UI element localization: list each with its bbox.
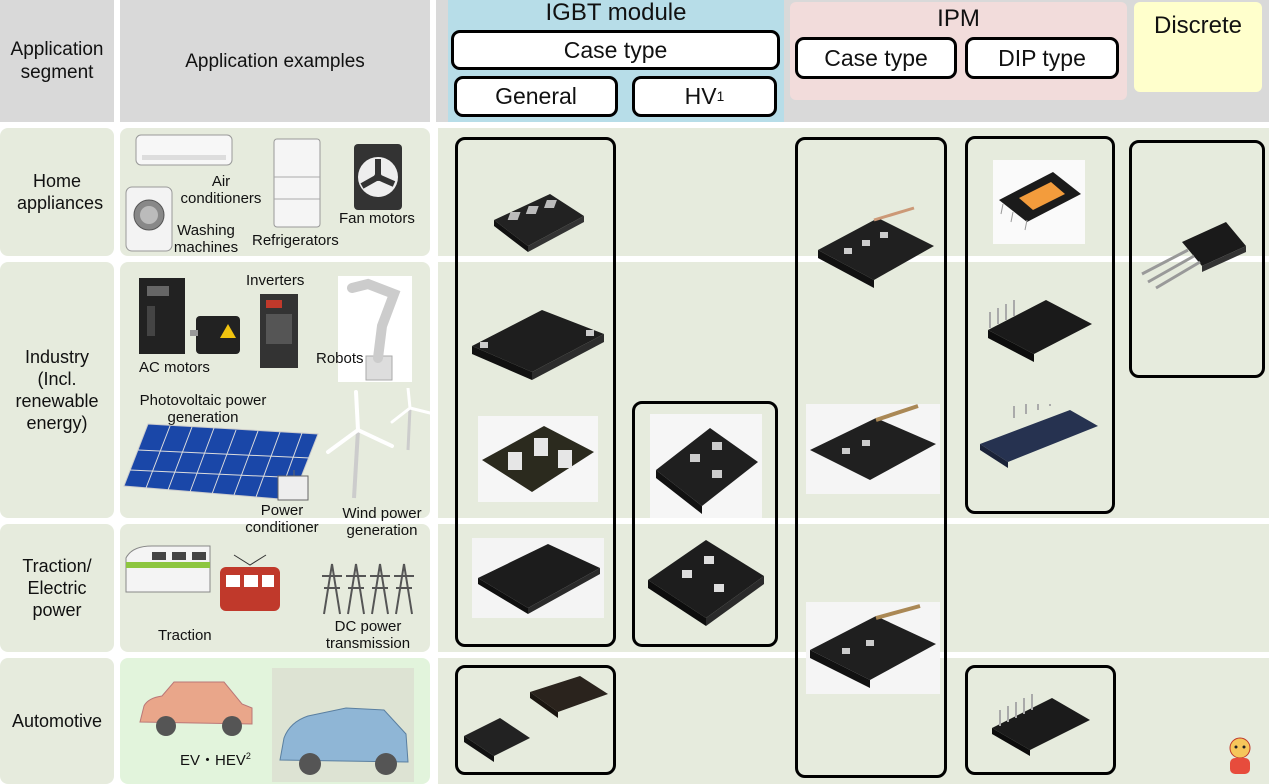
- ipm-dip-auto-frame: [965, 665, 1116, 775]
- pv-caption: Photovoltaic power generation: [139, 392, 267, 426]
- ev-hev-text: EV・HEV: [180, 752, 246, 769]
- examples-header-cell: Application examples: [120, 0, 430, 122]
- igbt-module-image: [472, 538, 604, 618]
- ev-hev-footnote: 2: [245, 751, 251, 761]
- solar-panel-image: [123, 423, 319, 501]
- discrete-frame: [1129, 140, 1265, 378]
- wind-turbine-image: [326, 388, 436, 499]
- ipm-title: IPM: [937, 5, 980, 32]
- ipm-dip-module-image: [993, 160, 1085, 244]
- segment-automotive: Automotive: [0, 658, 114, 784]
- ipm-case-type-label: Case type: [795, 37, 957, 79]
- ac-motors-caption: AC motors: [139, 359, 210, 376]
- hv-text: HV: [684, 83, 717, 109]
- fan-motors-caption: Fan motors: [339, 210, 415, 227]
- ipm-dip-type-label: DIP type: [965, 37, 1119, 79]
- segment-header-cell: Application segment: [0, 0, 114, 122]
- traction-caption: Traction: [158, 627, 212, 644]
- servo-amplifier-image: [139, 278, 185, 354]
- train-image: [125, 545, 211, 593]
- power-conditioner-caption: Power conditioner: [245, 502, 319, 536]
- ev-hev-caption: EV・HEV2: [180, 748, 251, 769]
- ipm-case-frame: [795, 137, 947, 778]
- ipm-dip-module-image: [980, 404, 1098, 468]
- wind-caption: Wind power generation: [342, 505, 422, 539]
- igbt-module-image: [494, 194, 584, 252]
- segment-industry: Industry (Incl. renewable energy): [0, 262, 114, 518]
- power-conditioner-image: [277, 470, 309, 501]
- discrete-header: Discrete: [1134, 2, 1262, 92]
- hv-footnote: 1: [716, 89, 725, 104]
- igbt-module-image: [472, 310, 604, 380]
- ipm-dip-module-image: [988, 300, 1092, 362]
- washing-machines-caption: Washing machines: [173, 222, 239, 256]
- igbt-auto-module-image: [464, 676, 608, 762]
- tram-image: [220, 554, 280, 611]
- igbt-general-frame: [455, 137, 616, 647]
- refrigerator-image: [273, 138, 321, 228]
- air-conditioner-image: [135, 134, 233, 166]
- robot-image: [338, 276, 412, 382]
- ev-car-image: [139, 681, 253, 736]
- segment-header: Application segment: [10, 39, 104, 83]
- ipm-case-module-image: [806, 404, 940, 494]
- ipm-dip-auto-module-image: [992, 694, 1090, 756]
- robots-caption: Robots: [316, 350, 364, 367]
- hev-car-image: [279, 707, 409, 775]
- segment-traction-label: Traction/ Electric power: [22, 556, 92, 620]
- segment-home-label: Home appliances: [17, 171, 104, 213]
- examples-header: Application examples: [185, 50, 365, 72]
- ipm-dip-frame: [965, 136, 1115, 514]
- igbt-general-auto-frame: [455, 665, 616, 775]
- segment-home: Home appliances: [0, 128, 114, 256]
- transmission-tower-image: [322, 563, 414, 615]
- segment-industry-label: Industry (Incl. renewable energy): [15, 347, 99, 433]
- igbt-module-image: [478, 416, 598, 502]
- air-conditioners-caption: Air conditioners: [180, 173, 262, 207]
- hv-igbt-module-image: [650, 414, 762, 518]
- ac-motor-image: [190, 316, 240, 354]
- watermark-mascot-logo: [1229, 737, 1251, 774]
- fan-motor-image: [354, 144, 402, 210]
- hv-igbt-module-image: [648, 540, 764, 626]
- inverter-image: [260, 294, 298, 368]
- igbt-title: IGBT module: [545, 0, 687, 26]
- ipm-case-module-image: [818, 206, 934, 288]
- inverters-caption: Inverters: [246, 272, 305, 289]
- ipm-case-module-image: [806, 602, 940, 694]
- washing-machine-image: [125, 186, 173, 252]
- igbt-case-type-label: Case type: [451, 30, 780, 70]
- discrete-device-image: [1141, 222, 1246, 290]
- dc-power-caption: DC power transmission: [325, 618, 411, 652]
- igbt-hv-frame: [632, 401, 778, 647]
- segment-traction: Traction/ Electric power: [0, 524, 114, 652]
- refrigerators-caption: Refrigerators: [252, 232, 339, 249]
- segment-automotive-label: Automotive: [11, 711, 103, 731]
- igbt-general-label: General: [454, 76, 618, 117]
